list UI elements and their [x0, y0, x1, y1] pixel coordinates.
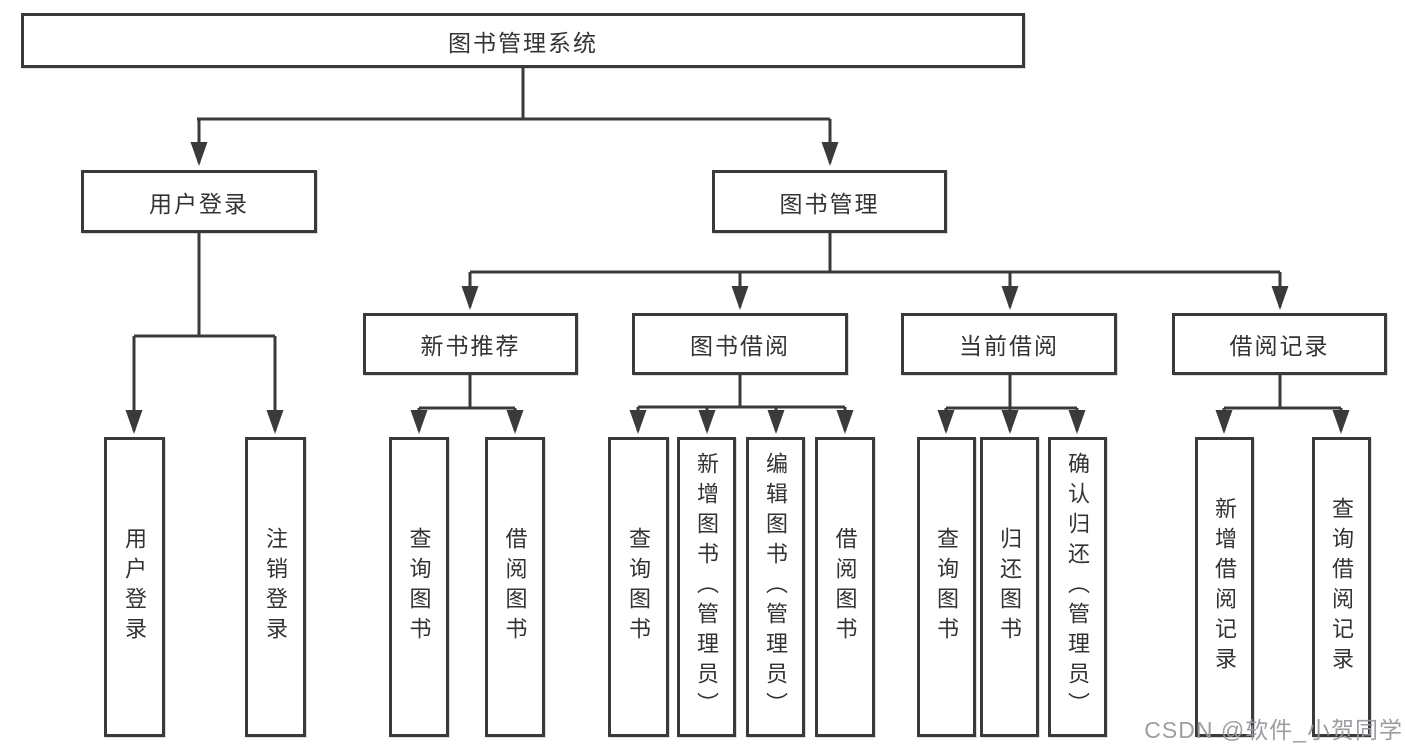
node-add-borrow-record: 新增借阅记录 — [1195, 437, 1254, 737]
node-label: 用户登录 — [149, 190, 249, 217]
node-label: 借阅记录 — [1229, 333, 1330, 359]
node-borrow-books-recommend: 借阅图书 — [485, 437, 545, 737]
node-label: 查询图书 — [626, 527, 652, 647]
node-logout: 注销登录 — [245, 437, 306, 737]
node-label: 查询借阅记录 — [1329, 497, 1355, 677]
node-label: 借阅图书 — [832, 527, 858, 647]
node-label: 用户登录 — [122, 527, 148, 647]
node-label: 归还图书 — [997, 527, 1023, 647]
node-query-books-current: 查询图书 — [917, 437, 976, 737]
node-label: 查询图书 — [406, 527, 432, 647]
node-book-borrowing: 图书借阅 — [632, 313, 848, 375]
node-current-borrowing: 当前借阅 — [901, 313, 1117, 375]
node-label: 注销登录 — [263, 527, 289, 647]
node-label: 确认归还（管理员） — [1065, 452, 1091, 722]
node-user-login-leaf: 用户登录 — [104, 437, 165, 737]
node-label: 当前借阅 — [959, 333, 1059, 359]
node-library-management-system: 图书管理系统 — [21, 13, 1025, 68]
node-label: 图书借阅 — [690, 333, 790, 359]
node-confirm-return-admin: 确认归还（管理员） — [1048, 437, 1107, 737]
node-label: 图书管理系统 — [448, 29, 598, 56]
node-label: 新书推荐 — [420, 333, 521, 359]
node-return-book: 归还图书 — [980, 437, 1039, 737]
node-query-books-borrow: 查询图书 — [608, 437, 669, 737]
node-label: 查询图书 — [934, 527, 960, 647]
node-new-book-recommendation: 新书推荐 — [363, 313, 578, 375]
node-book-management: 图书管理 — [712, 170, 947, 233]
node-edit-book-admin: 编辑图书（管理员） — [746, 437, 805, 737]
node-query-books-recommend: 查询图书 — [389, 437, 449, 737]
node-add-book-admin: 新增图书（管理员） — [677, 437, 736, 737]
node-borrow-books-leaf: 借阅图书 — [815, 437, 875, 737]
node-label: 图书管理 — [779, 190, 880, 217]
node-label: 新增图书（管理员） — [694, 452, 720, 722]
node-borrowing-records: 借阅记录 — [1172, 313, 1387, 375]
node-label: 编辑图书（管理员） — [763, 452, 789, 722]
node-query-borrow-record: 查询借阅记录 — [1312, 437, 1371, 737]
node-label: 新增借阅记录 — [1212, 497, 1238, 677]
node-label: 借阅图书 — [502, 527, 528, 647]
node-user-login: 用户登录 — [81, 170, 317, 233]
csdn-watermark: CSDN @软件_小贺同学 — [1144, 717, 1403, 743]
